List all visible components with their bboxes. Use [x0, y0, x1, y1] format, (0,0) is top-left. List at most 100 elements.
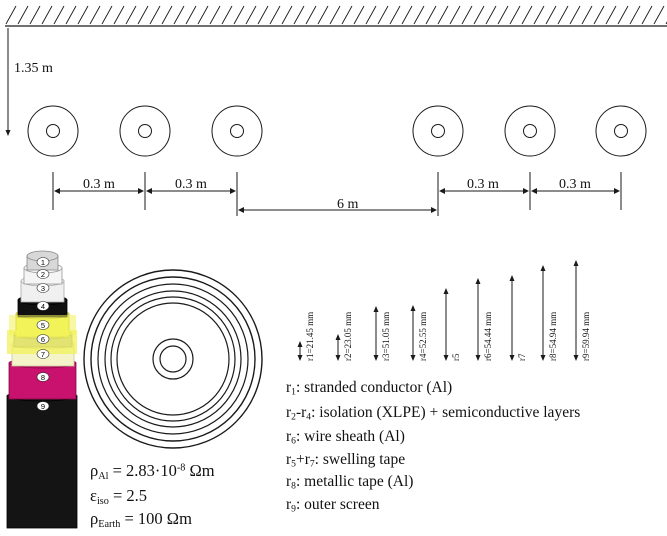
layer-number-2: 2: [41, 270, 45, 279]
ground-hatch: [269, 5, 281, 25]
ground-hatch: [173, 5, 185, 25]
cable-core-5: [523, 124, 537, 138]
radius-arrow-head-down-3: [373, 355, 379, 361]
cable-core-4: [431, 124, 445, 138]
dimension-arrow-right-1: [138, 188, 144, 194]
ground-hatch: [65, 5, 77, 25]
param-epsilon-iso: εiso = 2.5: [90, 486, 148, 507]
cross-section-ring-1: [83, 269, 263, 449]
ground-hatch: [53, 5, 65, 25]
radius-arrow-head-down-7: [509, 355, 515, 361]
radius-arrow-head-down-9: [573, 355, 579, 361]
depth-label: 1.35 m: [14, 61, 53, 76]
radius-arrow-head-up-7: [509, 275, 515, 281]
ground-hatch: [629, 5, 641, 25]
spacing-label-1: 0.3 m: [83, 177, 115, 192]
cross-section-ring-7: [152, 338, 194, 380]
layer-number-badge-9: [36, 401, 50, 411]
ground-hatch: [605, 5, 617, 25]
legend-r1: r1: stranded conductor (Al): [286, 379, 453, 398]
layer-number-badge-4: [36, 301, 50, 311]
radius-arrow-head-up-6: [475, 278, 481, 284]
cross-section-ring-3: [97, 283, 249, 435]
radius-label-4: r4=52.55 mm: [418, 311, 428, 361]
legend-r5-r7: r5+r7: swelling tape: [286, 451, 406, 470]
cross-section-ring-4: [104, 290, 242, 428]
ground-hatch: [89, 5, 101, 25]
depth-arrowhead: [5, 130, 11, 136]
ground-hatch: [221, 5, 233, 25]
radius-label-9: r9=59.94 mm: [581, 311, 591, 361]
radius-arrow-head-up-9: [573, 260, 579, 266]
radius-label-1: r1=21.45 mm: [305, 311, 315, 361]
dimension-arrow-right-3: [431, 207, 437, 213]
ground-hatch: [437, 5, 449, 25]
radius-label-2: r2=23.05 mm: [343, 311, 353, 361]
layer-number-badge-1: [36, 257, 50, 267]
ground-hatch: [521, 5, 533, 25]
radius-arrow-head-up-4: [410, 305, 416, 311]
radius-arrow-head-up-8: [540, 265, 546, 271]
ground-hatch: [257, 5, 269, 25]
ground-hatch: [425, 5, 437, 25]
cross-section-ring-6: [116, 302, 230, 416]
dimension-arrow-left-2: [146, 188, 152, 194]
cross-section-ring-2: [90, 276, 256, 442]
ground-hatch: [545, 5, 557, 25]
layer-number-badge-8: [36, 372, 50, 382]
ground-hatch: [197, 5, 209, 25]
cross-section-ring-8: [159, 345, 187, 373]
param-rho-earth: ρEarth = 100 Ωm: [90, 509, 192, 530]
cable-outer-5: [504, 105, 556, 157]
radius-label-6: r6=54.44 mm: [483, 311, 493, 361]
ground-hatch: [617, 5, 629, 25]
radius-label-5: r5: [451, 353, 461, 362]
ground-hatch: [533, 5, 545, 25]
cable-core-1: [46, 124, 60, 138]
cable-core-3: [230, 124, 244, 138]
layer-number-badge-3: [36, 283, 50, 293]
ground-hatch: [41, 5, 53, 25]
ground-hatch: [641, 5, 653, 25]
radius-arrow-head-down-8: [540, 355, 546, 361]
layer-number-badge-5: [36, 320, 50, 330]
ground-hatch: [233, 5, 245, 25]
cable-cross-sections: [27, 105, 647, 157]
ground-hatch: [305, 5, 317, 25]
spacing-label-4: 0.3 m: [467, 177, 499, 192]
spacing-label-3: 6 m: [337, 197, 359, 212]
layer-number-1: 1: [41, 258, 45, 267]
ground-hatch: [485, 5, 497, 25]
radius-label-3: r3=51.05 mm: [381, 311, 391, 361]
ground-surface: [5, 5, 667, 27]
ground-hatch: [293, 5, 305, 25]
radius-arrow-head-down-2: [335, 355, 341, 361]
cable-layer-body-9: [6, 395, 78, 529]
layer-number-4: 4: [41, 302, 45, 311]
spacing-dimensions: [52, 172, 622, 216]
ground-hatch: [329, 5, 341, 25]
ground-hatch: [461, 5, 473, 25]
ground-hatch: [101, 5, 113, 25]
ground-hatch: [593, 5, 605, 25]
ground-hatch: [137, 5, 149, 25]
layer-number-8: 8: [41, 373, 45, 382]
layer-number-3: 3: [41, 284, 45, 293]
ground-hatch: [185, 5, 197, 25]
ground-hatch: [401, 5, 413, 25]
ground-hatch: [377, 5, 389, 25]
ground-hatch: [365, 5, 377, 25]
ground-hatch: [449, 5, 461, 25]
dimension-arrow-left-5: [531, 188, 537, 194]
param-rho-al: ρAl = 2.83·10-8 Ωm: [90, 461, 215, 482]
cable-outer-2: [119, 105, 171, 157]
ground-hatch: [77, 5, 89, 25]
layer-number-badge-7: [36, 349, 50, 359]
ground-hatch: [317, 5, 329, 25]
ground-hatch: [473, 5, 485, 25]
radius-arrows: [297, 260, 579, 361]
ground-hatch: [5, 5, 17, 25]
dimension-arrow-right-5: [614, 188, 620, 194]
